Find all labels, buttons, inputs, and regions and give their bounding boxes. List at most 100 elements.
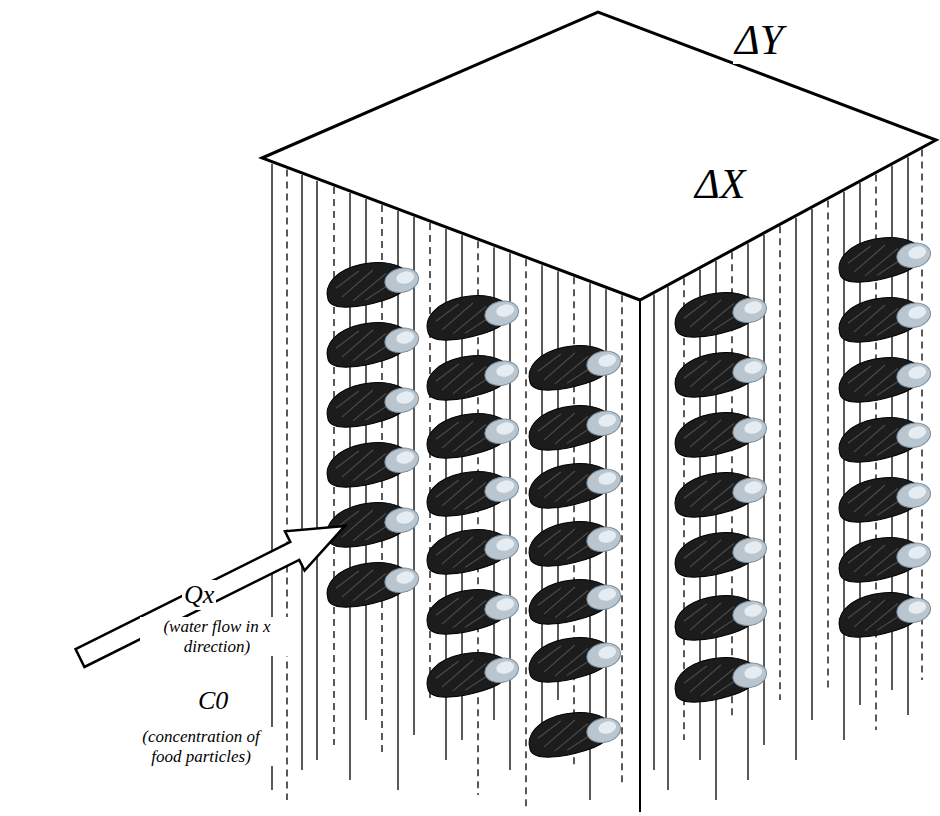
siphon-highlight [743,480,763,495]
shell-texture [697,363,738,390]
rope-line [667,287,668,790]
mussel-siphon [383,385,421,416]
shell-texture [681,361,709,378]
shell-texture [551,648,592,675]
mussel [322,433,422,492]
mussel-siphon [731,598,769,629]
shell-texture [861,248,902,275]
mussel [670,523,770,582]
mussel-siphon [383,445,421,476]
rope-line [397,211,398,790]
mussel [834,348,934,407]
mussel [834,228,934,287]
shell-texture [540,413,579,440]
shell-texture [861,488,902,515]
siphon-highlight [495,660,515,675]
siphon-highlight [597,529,617,544]
shell-texture [349,333,390,360]
rope-line [795,218,796,760]
dimension-label: ΔX [693,160,747,208]
mussel-siphon [585,582,623,613]
siphon-highlight [907,600,927,615]
shell-texture [845,366,873,383]
siphon-highlight [597,413,617,428]
rope-line [316,181,317,760]
mussel [322,553,422,612]
mussel-siphon [731,660,769,691]
mussel [422,346,522,405]
siphon-highlight [395,510,415,525]
shell-texture [850,425,889,452]
siphon-highlight [743,603,763,618]
rope-line [827,200,828,690]
mussel-siphon [895,420,933,451]
mussel-siphon [585,640,623,671]
shell-texture [686,300,725,327]
mussel-siphon [895,360,933,391]
shell-texture [449,424,490,451]
rope-line [715,261,716,800]
flow-arrow [70,506,355,677]
mussel-siphon [895,300,933,331]
raft-plate [262,12,936,300]
shell-texture [697,303,738,330]
shell-texture [333,451,361,468]
mussel-siphon [383,505,421,536]
siphon-highlight [743,360,763,375]
mussel [524,703,624,762]
siphon-highlight [743,540,763,555]
mussel-siphon [483,416,521,447]
shell-texture [681,604,709,621]
shell-texture [697,606,738,633]
mussel [834,468,934,527]
siphon-highlight [743,665,763,680]
shell-texture [338,510,377,537]
siphon-highlight [395,270,415,285]
rope-line [525,259,526,810]
rope-line [653,294,654,770]
mussel-siphon [483,655,521,686]
shell-texture [333,391,361,408]
shell-texture [850,545,889,572]
shell-texture [438,303,477,330]
mussel-siphon [483,358,521,389]
shell-texture [438,421,477,448]
mussel [524,570,624,629]
flow-arrow-shape [70,506,355,677]
shell-texture [349,453,390,480]
mussel-siphon [383,325,421,356]
mussel [834,583,934,642]
shell-texture [540,471,579,498]
mussel-siphon [585,408,623,439]
shell-texture [438,363,477,390]
shell-texture [845,246,873,263]
mussel-siphon [731,295,769,326]
mussel-siphon [483,592,521,623]
shell-texture [433,422,461,439]
shell-texture [535,646,563,663]
shell-texture [433,364,461,381]
mussel [834,288,934,347]
shell-texture [535,530,563,547]
siphon-highlight [597,353,617,368]
shell-texture [551,474,592,501]
shell-texture [438,537,477,564]
mussel [670,403,770,462]
shell-texture [681,481,709,498]
shell-texture [540,529,579,556]
mussel-group [322,228,934,762]
shell-texture [535,354,563,371]
shell-texture [845,546,873,563]
rope-line [811,209,812,720]
shell-texture [449,306,490,333]
mussel [670,463,770,522]
shell-texture [535,472,563,489]
shell-texture [686,665,725,692]
siphon-highlight [907,305,927,320]
mussel [322,313,422,372]
mussel [322,493,422,552]
mussel [670,586,770,645]
siphon-highlight [597,471,617,486]
mussel [670,283,770,342]
shell-texture [540,353,579,380]
